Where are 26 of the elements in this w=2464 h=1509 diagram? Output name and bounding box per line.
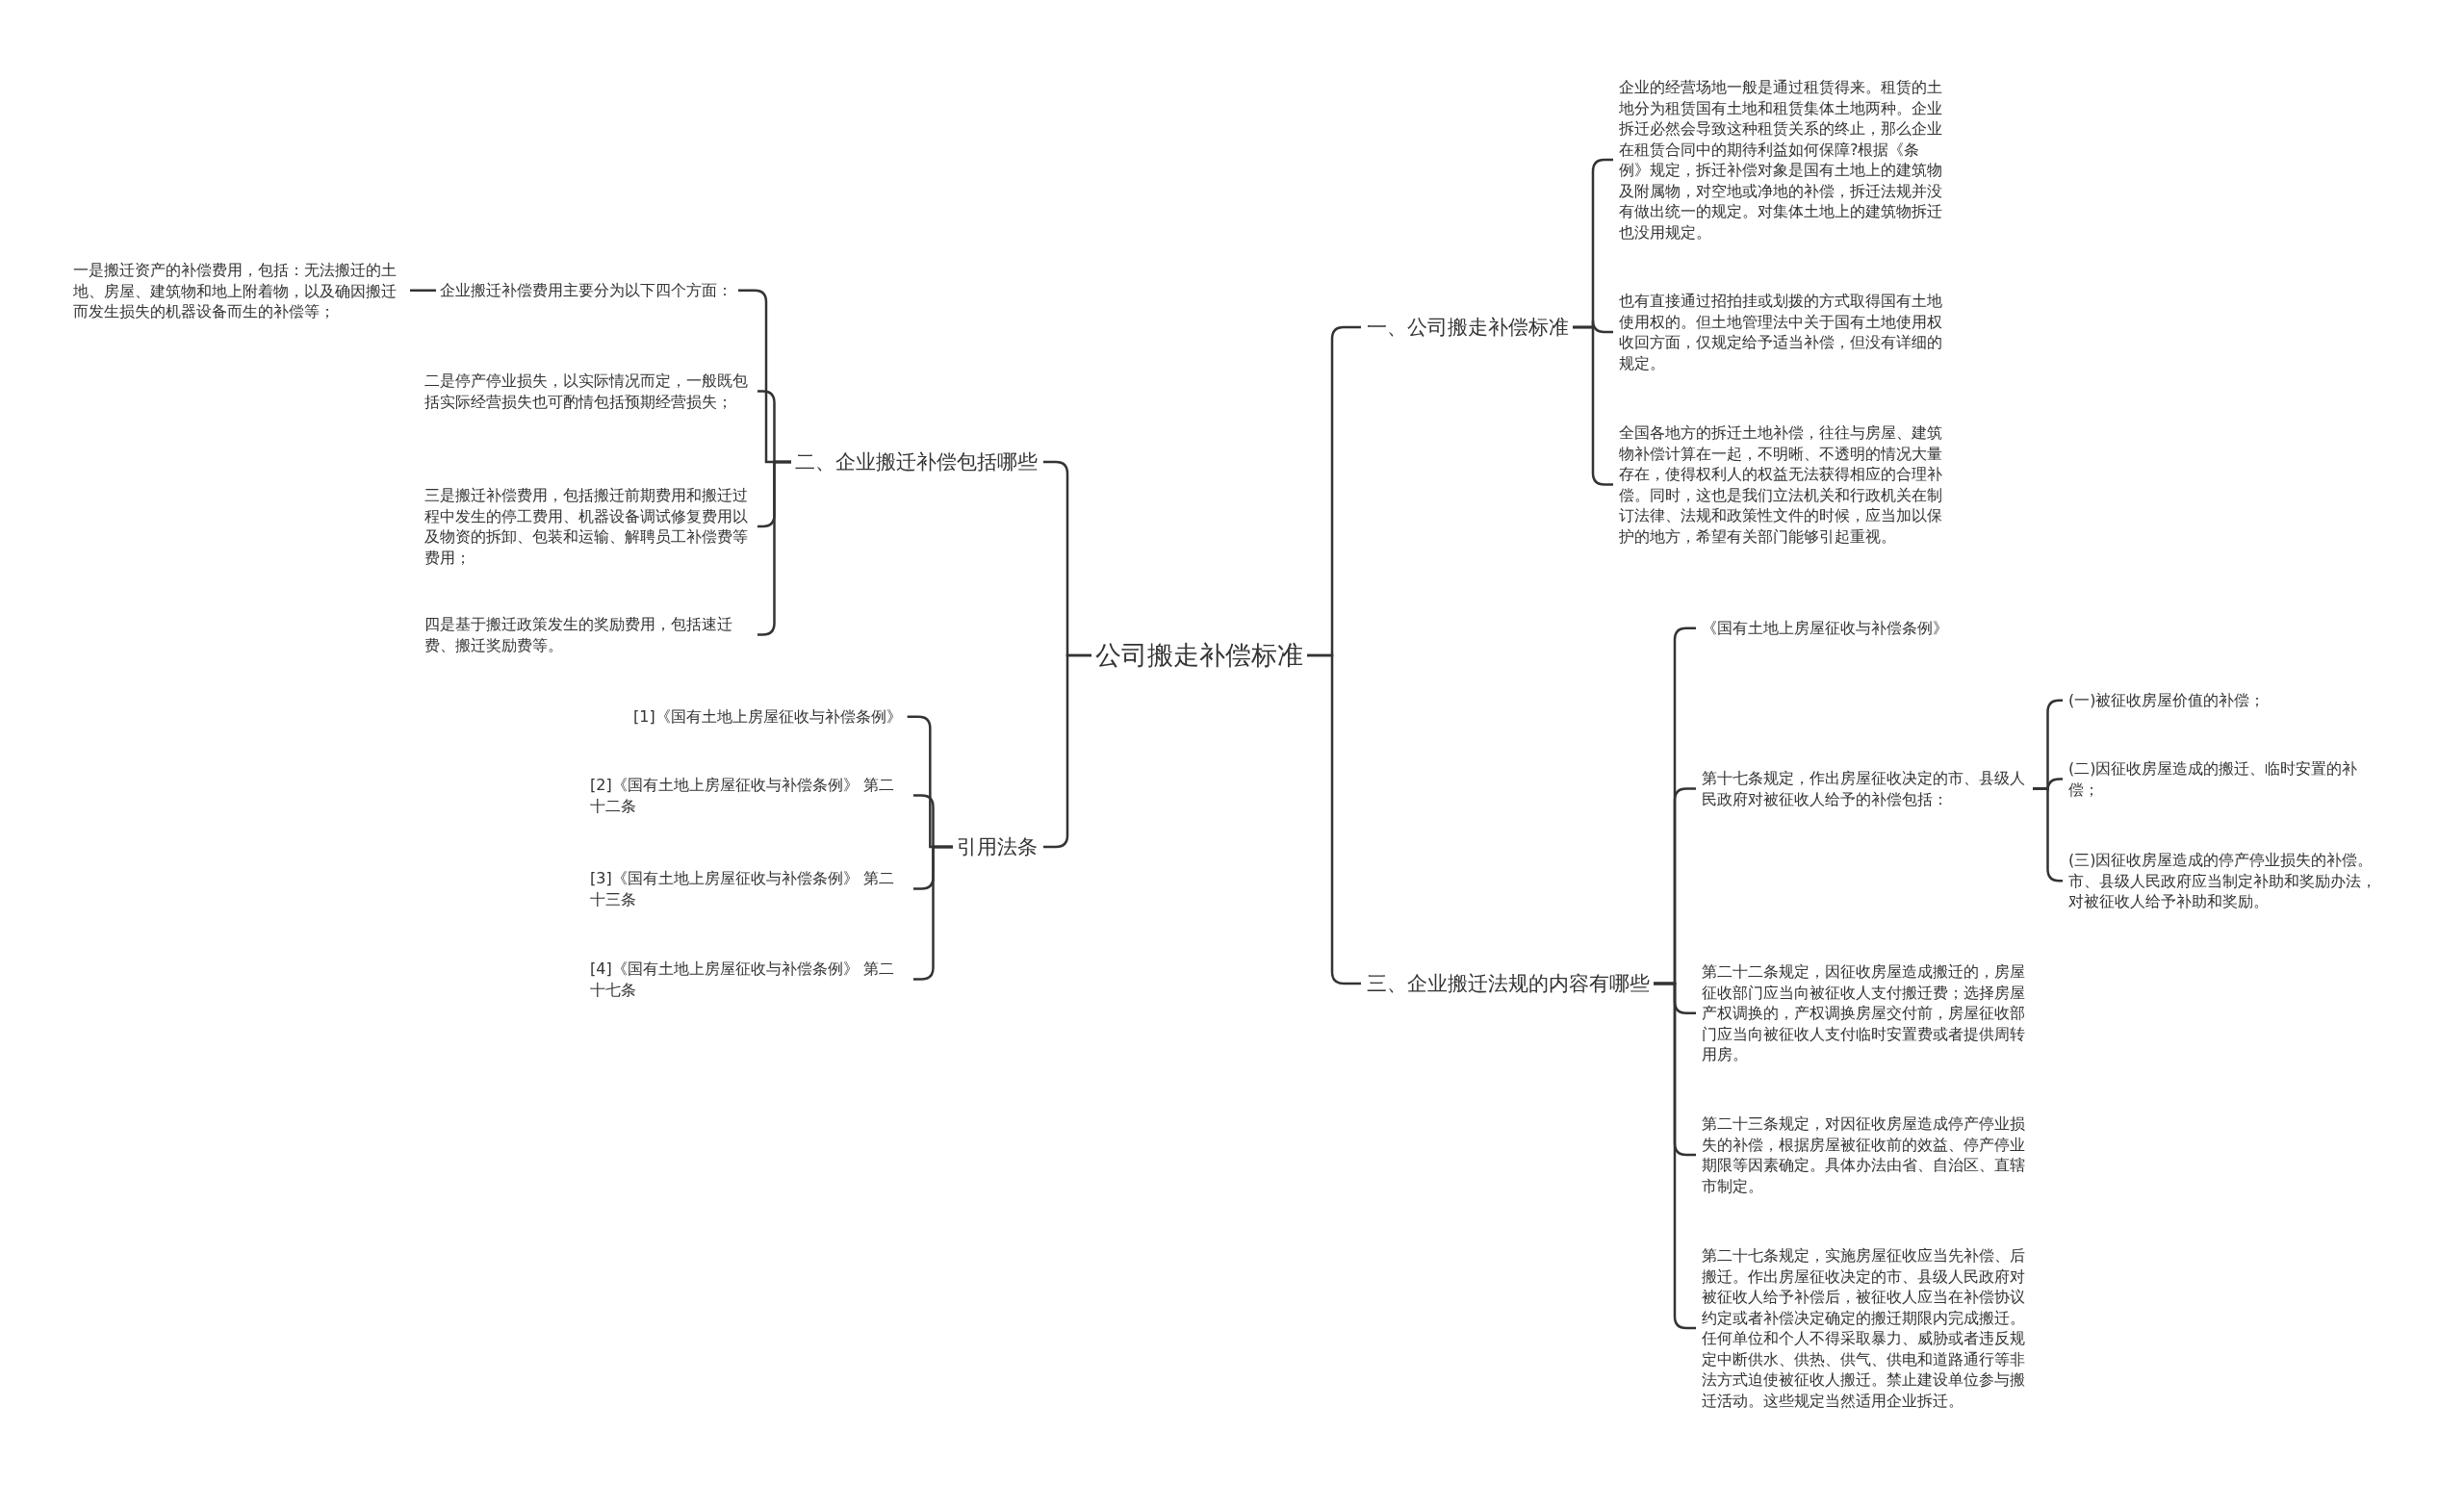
paragraph-text: 第十七条规定，作出房屋征收决定的市、县级人民政府对被征收人给予的补偿包括： [1702,768,2029,809]
branch-topic: 三、企业搬迁法规的内容有哪些 [1367,970,1650,997]
branch-topic: 一、公司搬走补偿标准 [1367,314,1569,341]
paragraph-text: [4]《国有土地上房屋征收与补偿条例》 第二十七条 [590,959,908,1000]
paragraph-text: [2]《国有土地上房屋征收与补偿条例》 第二十二条 [590,775,908,816]
paragraph-text: 第二十三条规定，对因征收房屋造成停产停业损失的补偿，根据房屋被征收前的效益、停产停业期限等因素确定。具体办法由省、自治区、直辖市制定。 [1702,1113,2029,1196]
subtopic-text: [1]《国有土地上房屋征收与补偿条例》 [633,706,902,728]
paragraph-text: 也有直接通过招拍挂或划拨的方式取得国有土地使用权的。但土地管理法中关于国有土地使用权收回方面，仅规定给予适当补偿，但没有详细的规定。 [1619,291,1946,373]
paragraph-text: 第二十七条规定，实施房屋征收应当先补偿、后搬迁。作出房屋征收决定的市、县级人民政府对被征收人给予补偿后，被征收人应当在补偿协议约定或者补偿决定确定的搬迁期限内完成搬迁。任何单位和个人不得采取暴力、威胁或者违反规定中断供水、供热、供气、供电和道路通行等非法方式迫使被征收人搬迁。禁止建设单位参与搬迁活动。这些规定当然适用企业拆迁。 [1702,1245,2029,1411]
branch-topic: 引用法条 [957,833,1038,860]
paragraph-text: 企业的经营场地一般是通过租赁得来。租赁的土地分为租赁国有土地和租赁集体土地两种。企业拆迁必然会导致这种租赁关系的终止，那么企业在租赁合同中的期待利益如何保障?根据《条例》规定，拆迁补偿对象是国有土地上的建筑物及附属物，对空地或净地的补偿，拆迁法规并没有做出统一的规定。对集体土地上的建筑物拆迁也没用规定。 [1619,77,1946,243]
root-topic: 公司搬走补偿标准 [1095,638,1303,673]
paragraph-text: 全国各地方的拆迁土地补偿，往往与房屋、建筑物补偿计算在一起，不明晰、不透明的情况大量存在，使得权利人的权益无法获得相应的合理补偿。同时，这也是我们立法机关和行政机关在制订法律、法规和政策性文件的时候，应当加以保护的地方，希望有关部门能够引起重视。 [1619,422,1946,547]
paragraph-text: 第二十二条规定，因征收房屋造成搬迁的，房屋征收部门应当向被征收人支付搬迁费；选择房屋产权调换的，产权调换房屋交付前，房屋征收部门应当向被征收人支付临时安置费或者提供周转用房。 [1702,961,2029,1065]
paragraph-text: 二是停产停业损失，以实际情况而定，一般既包括实际经营损失也可酌情包括预期经营损失； [424,371,752,412]
paragraph-text: 一是搬迁资产的补偿费用，包括：无法搬迁的土地、房屋、建筑物和地上附着物，以及确因搬迁而发生损失的机器设备而生的补偿等； [73,260,404,322]
paragraph-text: 四是基于搬迁政策发生的奖励费用，包括速迁费、搬迁奖励费等。 [424,614,752,655]
paragraph-text: [3]《国有土地上房屋征收与补偿条例》 第二十三条 [590,868,908,909]
subtopic-text: 《国有土地上房屋征收与补偿条例》 [1702,618,1948,639]
branch-topic: 二、企业搬迁补偿包括哪些 [795,448,1038,475]
subtopic-text: (一)被征收房屋价值的补偿； [2068,690,2266,711]
paragraph-text: (三)因征收房屋造成的停产停业损失的补偿。市、县级人民政府应当制定补助和奖励办法，对被征收人给予补助和奖励。 [2068,850,2386,912]
paragraph-text: (二)因征收房屋造成的搬迁、临时安置的补偿； [2068,758,2386,800]
connector-line [410,289,436,292]
paragraph-text: 三是搬迁补偿费用，包括搬迁前期费用和搬迁过程中发生的停工费用、机器设备调试修复费用以及物资的拆卸、包装和运输、解聘员工补偿费等费用； [424,485,752,568]
subtopic-text: 企业搬迁补偿费用主要分为以下四个方面： [440,280,732,301]
